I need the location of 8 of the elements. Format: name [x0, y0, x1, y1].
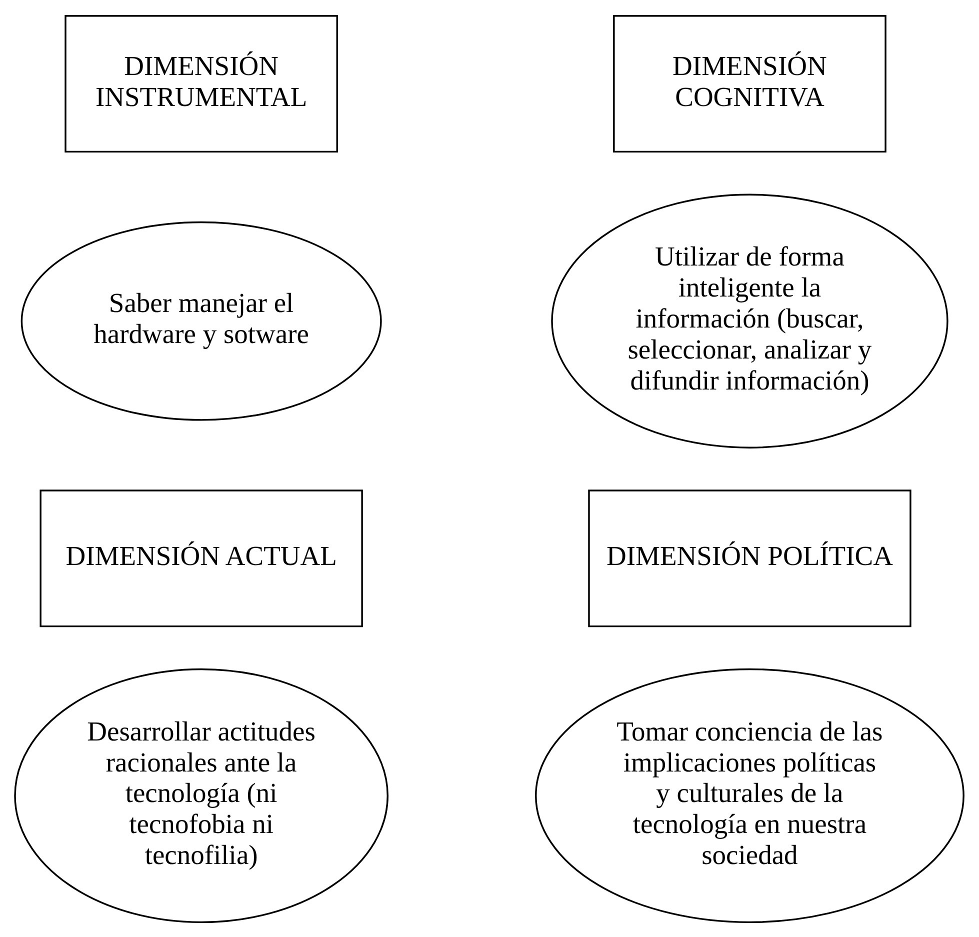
- node-ellipse: Tomar conciencia de las implicaciones políticas y culturales de la tecnología en nuestra sociedad: [535, 668, 964, 923]
- node-box: DIMENSIÓN ACTUAL: [40, 489, 363, 627]
- node-ellipse: Utilizar de forma inteligente la información (buscar, seleccionar, analizar y difundir información): [551, 193, 948, 448]
- node-ellipse: Desarrollar actitudes racionales ante la tecnología (ni tecnofobia ni tecnofilia): [14, 668, 388, 923]
- node-ellipse: Saber manejar el hardware y sotware: [20, 220, 382, 420]
- node-box: DIMENSIÓN INSTRUMENTAL: [64, 14, 338, 152]
- node-box: DIMENSIÓN POLÍTICA: [588, 489, 912, 627]
- node-box: DIMENSIÓN COGNITIVA: [613, 14, 886, 152]
